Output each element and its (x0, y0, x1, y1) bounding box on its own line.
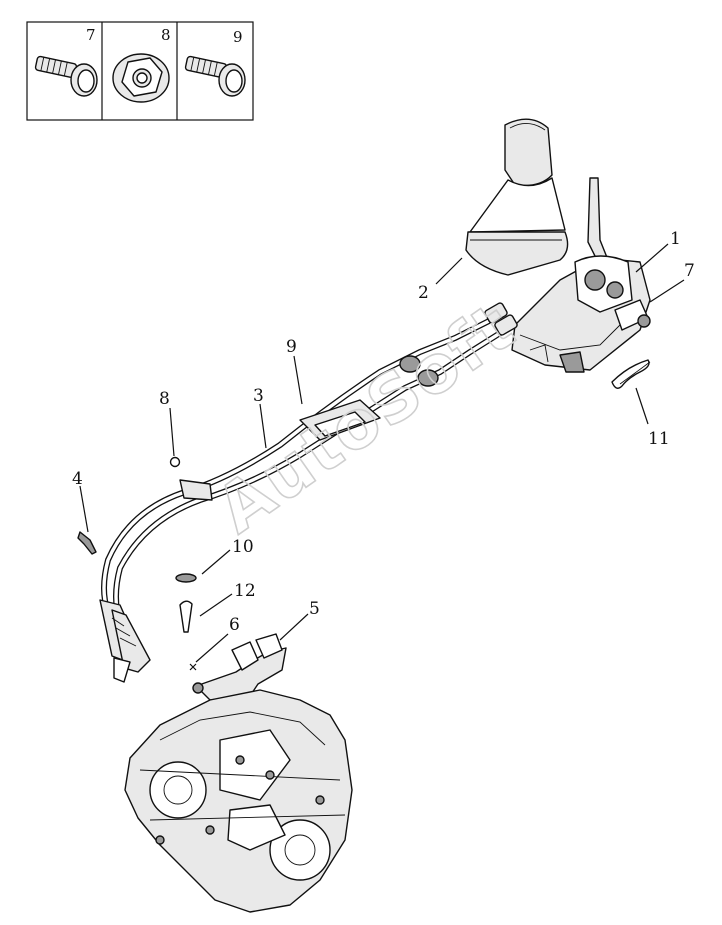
bolt-icon (34, 55, 98, 97)
flange-nut-icon (112, 53, 170, 103)
callout-3: 3 (253, 386, 264, 406)
callout-7: 7 (684, 261, 695, 281)
small-parts (77, 456, 197, 671)
retaining-clip (611, 359, 651, 389)
bolt-icon (184, 55, 246, 97)
box-number-7: 7 (86, 26, 96, 44)
leader-lines (79, 243, 685, 663)
cable-bracket (192, 633, 287, 701)
callout-10: 10 (232, 537, 254, 557)
callout-2: 2 (418, 283, 429, 303)
shifter-assembly (511, 177, 651, 373)
callout-5: 5 (309, 599, 320, 619)
callout-numbers: 1 2 3 4 5 6 7 8 9 10 11 12 (72, 229, 695, 635)
callout-9: 9 (286, 337, 297, 357)
transmission-housing (124, 689, 353, 913)
callout-6: 6 (229, 615, 240, 635)
fastener-boxes: 7 8 9 (26, 21, 254, 121)
box-number-9: 9 (233, 28, 243, 46)
gear-knob-boot (465, 118, 569, 276)
callout-8: 8 (159, 389, 170, 409)
callout-12: 12 (234, 581, 256, 601)
callout-11: 11 (648, 429, 670, 449)
watermark-text: AutoSoft (203, 288, 529, 548)
callout-1: 1 (670, 229, 681, 249)
box-number-8: 8 (161, 26, 171, 44)
callout-4: 4 (72, 469, 83, 489)
shift-cables (99, 302, 518, 683)
